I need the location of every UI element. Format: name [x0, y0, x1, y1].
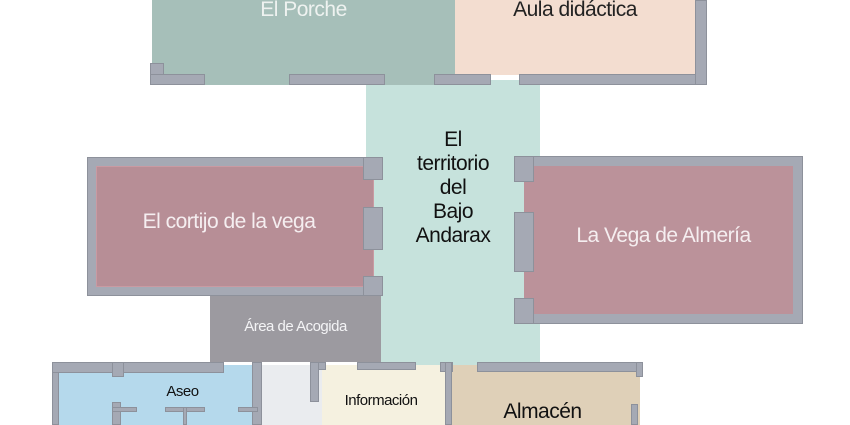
- room-vega-almeria[interactable]: [524, 166, 793, 314]
- wall: [52, 362, 224, 373]
- room-area-acogida[interactable]: [210, 296, 381, 362]
- label-aseo: Aseo: [166, 383, 199, 400]
- wall: [636, 362, 643, 377]
- label-porche: El Porche: [260, 0, 347, 21]
- wall: [631, 404, 638, 425]
- wall: [289, 74, 385, 85]
- wall: [112, 402, 121, 425]
- label-line: El: [444, 128, 462, 151]
- wall: [695, 0, 707, 85]
- wall: [112, 407, 137, 412]
- wall: [434, 74, 491, 85]
- label-area-acogida: Área de Acogida: [244, 318, 347, 335]
- wall: [363, 207, 383, 250]
- label-territorio: El territorio del Bajo Andarax: [366, 128, 540, 248]
- label-line: Andarax: [415, 224, 491, 247]
- wall: [477, 362, 643, 372]
- room-aula-didactica[interactable]: [455, 0, 695, 75]
- wall: [112, 362, 124, 377]
- wall: [514, 156, 534, 182]
- wall: [183, 407, 187, 425]
- room-aseo[interactable]: [55, 365, 260, 425]
- label-line: territorio: [416, 152, 490, 175]
- room-territorio[interactable]: [366, 80, 540, 365]
- room-almacen[interactable]: [450, 365, 640, 425]
- wall: [363, 157, 383, 180]
- wall: [363, 276, 383, 296]
- wall: [514, 298, 534, 324]
- room-cortijo[interactable]: [96, 166, 374, 287]
- label-aula-didactica: Aula didáctica: [513, 0, 637, 21]
- label-cortijo: El cortijo de la vega: [142, 210, 316, 233]
- wall: [445, 362, 452, 425]
- room-informacion[interactable]: [322, 365, 450, 425]
- wall: [357, 362, 416, 370]
- label-line: Bajo: [432, 200, 474, 223]
- room-porche[interactable]: [152, 0, 455, 85]
- wall: [252, 362, 262, 425]
- wall: [238, 407, 258, 412]
- label-vega-almeria: La Vega de Almería: [576, 224, 751, 247]
- label-informacion: Información: [344, 392, 418, 409]
- label-line: del: [439, 176, 467, 199]
- wall: [150, 74, 205, 85]
- wall: [519, 74, 707, 85]
- wall: [514, 212, 534, 272]
- wall: [310, 362, 319, 402]
- label-almacen: Almacén: [503, 400, 582, 423]
